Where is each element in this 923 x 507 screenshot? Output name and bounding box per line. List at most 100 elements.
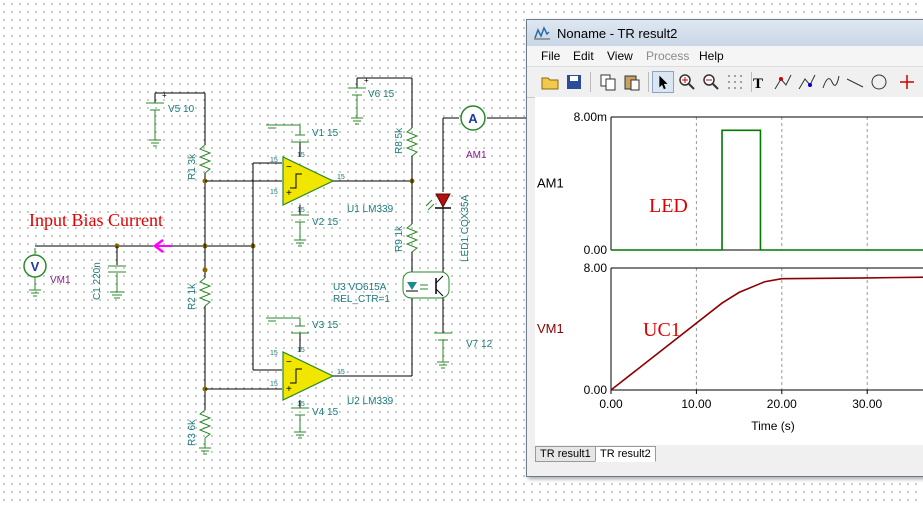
- svg-text:15: 15: [297, 152, 305, 159]
- r3-label: R3 6k: [187, 419, 198, 446]
- r8-resistor[interactable]: [405, 127, 419, 157]
- r2-resistor[interactable]: [198, 277, 212, 307]
- u1-comparator[interactable]: − +: [282, 156, 335, 206]
- r9-resistor[interactable]: [405, 223, 419, 253]
- led1-label: LED1 CQX35A: [460, 194, 471, 262]
- x-tick-label: 20.00: [767, 397, 797, 411]
- y-tick-label: 0.00: [584, 383, 608, 397]
- app-icon: [534, 26, 550, 40]
- paste-icon[interactable]: [621, 71, 643, 93]
- u3-label: U3 VO615A: [333, 282, 387, 293]
- x-axis-label: Time (s): [751, 419, 795, 433]
- svg-text:+: +: [286, 188, 292, 199]
- trace-label: UC1: [643, 319, 681, 341]
- am1-ammeter[interactable]: A: [460, 105, 486, 131]
- svg-text:15: 15: [270, 157, 278, 164]
- tab-tr-result2[interactable]: TR result2: [595, 446, 656, 462]
- trace-label: LED: [649, 195, 688, 217]
- r1-resistor[interactable]: [198, 144, 212, 174]
- svg-text:+: +: [364, 76, 369, 85]
- v1-battery[interactable]: [266, 124, 309, 157]
- circle-tool-icon[interactable]: [868, 71, 890, 93]
- marker-icon[interactable]: [896, 71, 918, 93]
- menu-edit[interactable]: Edit: [573, 49, 594, 63]
- tr-result-window[interactable]: Noname - TR result2 File Edit View Proce…: [526, 19, 923, 477]
- c1-label: C1 220n: [92, 262, 103, 300]
- vm1-symbol: V: [31, 259, 40, 274]
- toolbar: T: [527, 66, 923, 98]
- svg-text:15: 15: [337, 174, 345, 181]
- svg-text:−: −: [286, 357, 292, 368]
- led1-diode[interactable]: [425, 193, 451, 211]
- copy-icon[interactable]: [597, 71, 619, 93]
- v4-battery[interactable]: [291, 400, 309, 439]
- text-tool-icon[interactable]: T: [748, 71, 770, 93]
- v5-battery[interactable]: +: [146, 91, 205, 147]
- zoom-out-icon[interactable]: [700, 71, 722, 93]
- current-arrow-icon: [152, 239, 172, 253]
- r9-label: R9 1k: [394, 225, 405, 252]
- grid-icon[interactable]: [724, 71, 746, 93]
- cursor-b-icon[interactable]: [796, 71, 818, 93]
- svg-text:15: 15: [297, 347, 305, 354]
- v5-label: V5 10: [168, 104, 195, 115]
- menu-help[interactable]: Help: [699, 49, 724, 63]
- menu-file[interactable]: File: [541, 49, 561, 63]
- window-titlebar[interactable]: Noname - TR result2: [527, 20, 923, 46]
- svg-text:15: 15: [297, 401, 305, 408]
- menu-bar: File Edit View Process Help: [527, 46, 923, 66]
- x-tick-label: 30.00: [852, 397, 882, 411]
- v3-label: V3 15: [312, 320, 339, 331]
- curve-icon[interactable]: [820, 71, 842, 93]
- u2-comparator[interactable]: − +: [282, 351, 335, 401]
- u1-label: U1 LM339: [347, 204, 394, 215]
- v3-battery[interactable]: [266, 317, 309, 352]
- line-tool-icon[interactable]: [844, 71, 866, 93]
- menu-process[interactable]: Process: [646, 49, 690, 63]
- v6-battery[interactable]: +: [348, 76, 412, 125]
- svg-text:15: 15: [270, 350, 278, 357]
- input-bias-current-annotation: Input Bias Current: [29, 210, 163, 230]
- u3-optocoupler[interactable]: [402, 271, 450, 299]
- u2-label: U2 LM339: [347, 396, 394, 407]
- c1-capacitor[interactable]: [108, 246, 126, 299]
- menu-view[interactable]: View: [607, 49, 633, 63]
- series-line: [611, 129, 923, 251]
- svg-text:+: +: [162, 91, 167, 100]
- y-tick-label: 0.00: [584, 243, 608, 257]
- r2-label: R2 1k: [187, 283, 198, 310]
- zoom-in-icon[interactable]: [676, 71, 698, 93]
- am1-symbol: A: [468, 111, 478, 126]
- r8-label: R8 5k: [394, 127, 405, 154]
- svg-text:15: 15: [270, 381, 278, 388]
- svg-text:−: −: [286, 162, 292, 173]
- v2-label: V2 15: [312, 217, 339, 228]
- y-tick-label: 8.00: [584, 261, 608, 275]
- series-line: [610, 276, 923, 391]
- r3-resistor[interactable]: [198, 409, 212, 455]
- cursor-a-icon[interactable]: [772, 71, 794, 93]
- vm1-label: VM1: [50, 275, 71, 286]
- x-tick-label: 10.00: [681, 397, 711, 411]
- tab-tr-result1[interactable]: TR result1: [535, 446, 596, 462]
- am1-label: AM1: [466, 150, 487, 161]
- r1-label: R1 3k: [187, 153, 198, 180]
- v7-battery[interactable]: [434, 332, 452, 369]
- vm1-voltmeter[interactable]: V: [23, 248, 47, 297]
- v1-label: V1 15: [312, 128, 339, 139]
- save-icon[interactable]: [563, 71, 585, 93]
- window-title: Noname - TR result2: [557, 26, 678, 41]
- y-axis-label: AM1: [537, 176, 564, 191]
- result-tabs: TR result1 TR result2: [535, 446, 923, 464]
- x-tick-label: 0.00: [599, 397, 623, 411]
- svg-text:15: 15: [270, 189, 278, 196]
- v4-label: V4 15: [312, 407, 339, 418]
- pointer-icon[interactable]: [652, 71, 674, 93]
- open-folder-icon[interactable]: [539, 71, 561, 93]
- u3-param: REL_CTR=1: [333, 294, 390, 305]
- svg-text:+: +: [286, 384, 292, 395]
- svg-text:15: 15: [337, 369, 345, 376]
- v2-battery[interactable]: [291, 205, 309, 247]
